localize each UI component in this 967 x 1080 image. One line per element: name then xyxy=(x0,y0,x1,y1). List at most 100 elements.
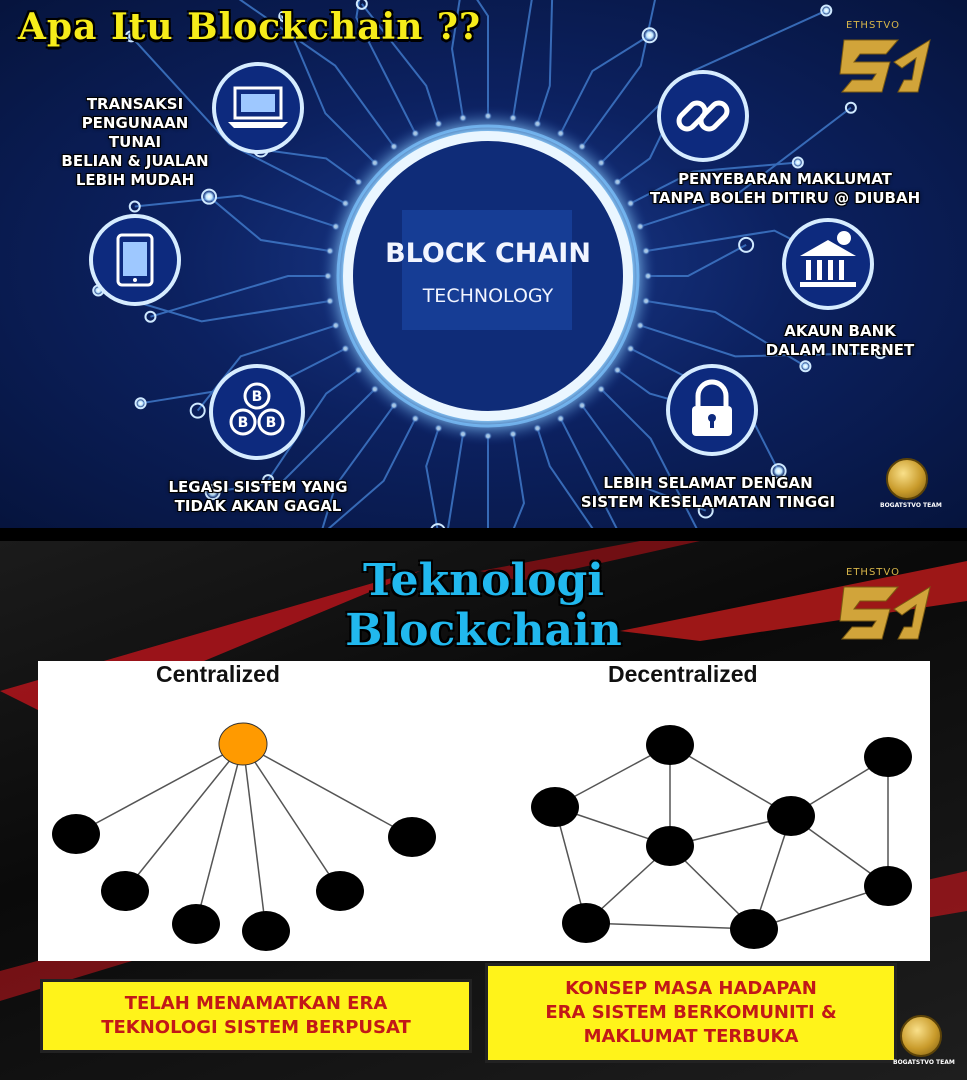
blockchain-infographic-panel: Apa Itu Blockchain ?? BLOCK CHAIN TECHNO… xyxy=(0,0,967,528)
circuit-trace xyxy=(512,0,533,119)
decentralized-node xyxy=(864,737,912,777)
blockchain-comparison-panel: Teknologi Blockchain ETHSTVO Centralized… xyxy=(0,541,967,1080)
circuit-trace xyxy=(487,436,489,528)
circuit-node xyxy=(738,236,755,253)
decentralized-node xyxy=(767,796,815,836)
circuit-trace xyxy=(134,194,337,228)
centralized-node xyxy=(316,871,364,911)
circuit-node xyxy=(124,30,137,43)
circuit-trace xyxy=(208,195,331,252)
circuit-node xyxy=(355,0,368,10)
center-subtitle: TECHNOLOGY xyxy=(422,285,554,307)
centralized-node xyxy=(388,817,436,857)
circuit-trace xyxy=(630,161,798,205)
feature-label-legacy: LEGASI SISTEM YANG TIDAK AKAN GAGAL xyxy=(168,478,348,515)
circuit-node xyxy=(144,310,157,323)
bitcoin-blocks-icon: B B B xyxy=(209,364,305,460)
page-title: Apa Itu Blockchain ?? xyxy=(18,6,482,48)
padlock-icon xyxy=(666,364,758,456)
chain-link-icon xyxy=(657,70,749,162)
central-hub-node xyxy=(218,722,268,766)
circuit-trace xyxy=(581,404,707,512)
circuit-trace xyxy=(321,404,395,528)
circuit-trace xyxy=(600,9,827,164)
brand-text: ETHSTVO xyxy=(846,567,900,578)
team-coin-icon xyxy=(900,1015,942,1057)
circuit-trace xyxy=(130,35,346,205)
feature-label-transactions: TRANSAKSI PENGUNAAN TUNAI BELIAN & JUALA… xyxy=(61,95,209,189)
centralized-node xyxy=(52,814,100,854)
circuit-trace xyxy=(212,388,376,494)
decentralized-caption-box: KONSEP MASA HADAPAN ERA SISTEM BERKOMUNI… xyxy=(485,963,897,1063)
circuit-node xyxy=(641,27,658,44)
circuit-trace xyxy=(361,3,440,125)
svg-text:B: B xyxy=(266,415,277,431)
circuit-trace xyxy=(451,0,464,119)
circuit-trace xyxy=(600,388,698,528)
circuit-node xyxy=(874,347,887,360)
circuit-node xyxy=(430,523,446,528)
team-label: BOGATSTVO TEAM xyxy=(893,1059,955,1066)
circuit-trace xyxy=(536,427,594,528)
decentralized-node xyxy=(531,787,579,827)
section-title-line1: Teknologi xyxy=(362,555,605,606)
circuit-node xyxy=(278,10,291,23)
centralized-node xyxy=(242,911,290,951)
svg-text:B: B xyxy=(252,389,263,405)
circuit-node xyxy=(844,101,857,114)
circuit-trace xyxy=(327,418,417,528)
ethstvo-logo xyxy=(839,38,931,93)
circuit-trace xyxy=(447,433,464,528)
circuit-trace xyxy=(425,427,440,528)
circuit-node xyxy=(134,397,147,410)
centralized-label: Centralized xyxy=(156,661,280,687)
tablet-icon xyxy=(89,214,181,306)
circuit-trace xyxy=(283,16,376,164)
network-comparison-diagram: Centralized Decentralized xyxy=(38,661,930,961)
circuit-node xyxy=(262,474,275,487)
circuit-trace xyxy=(238,0,395,148)
decentralized-node xyxy=(646,826,694,866)
centralized-caption-box: TELAH MENAMATKAN ERA TEKNOLOGI SISTEM BE… xyxy=(40,979,472,1053)
feature-label-distribution: PENYEBARAN MAKLUMAT TANPA BOLEH DITIRU @… xyxy=(649,170,921,207)
circuit-trace xyxy=(476,0,489,116)
circuit-trace xyxy=(196,324,337,412)
circuit-node xyxy=(820,4,833,17)
ethstvo-logo xyxy=(839,585,931,640)
circuit-node xyxy=(770,463,787,480)
circuit-node xyxy=(697,502,714,519)
circuit-trace xyxy=(581,0,656,148)
section-title-line2: Blockchain xyxy=(345,605,622,656)
circuit-trace xyxy=(536,0,554,125)
circuit-trace xyxy=(559,418,618,528)
decentralized-node xyxy=(646,725,694,765)
circuit-node xyxy=(128,200,141,213)
circuit-node xyxy=(791,156,804,169)
feature-label-bank: AKAUN BANK DALAM INTERNET xyxy=(765,322,915,359)
brand-text: ETHSTVO xyxy=(846,20,900,31)
decentralized-node xyxy=(562,903,610,943)
centralized-node xyxy=(101,871,149,911)
team-coin-icon xyxy=(886,458,928,500)
decentralized-label: Decentralized xyxy=(608,661,758,687)
circuit-trace xyxy=(150,275,328,318)
decentralized-node xyxy=(864,866,912,906)
circuit-trace xyxy=(267,369,360,481)
decentralized-node xyxy=(730,909,778,949)
center-title: BLOCK CHAIN xyxy=(385,238,591,269)
laptop-icon xyxy=(212,62,304,154)
circuit-trace xyxy=(639,106,852,228)
centralized-node xyxy=(172,904,220,944)
circuit-trace xyxy=(645,300,806,368)
bank-icon xyxy=(782,218,874,310)
circuit-trace xyxy=(648,243,747,277)
feature-label-security: LEBIH SELAMAT DENGAN SISTEM KESELAMATAN … xyxy=(580,474,836,511)
svg-text:B: B xyxy=(238,415,249,431)
circuit-node xyxy=(799,360,812,373)
network-graph xyxy=(52,722,912,951)
circuit-trace xyxy=(512,433,526,528)
circuit-background xyxy=(92,0,887,528)
team-label: BOGATSTVO TEAM xyxy=(880,502,942,509)
circuit-trace xyxy=(639,324,881,358)
circuit-trace xyxy=(559,34,651,134)
